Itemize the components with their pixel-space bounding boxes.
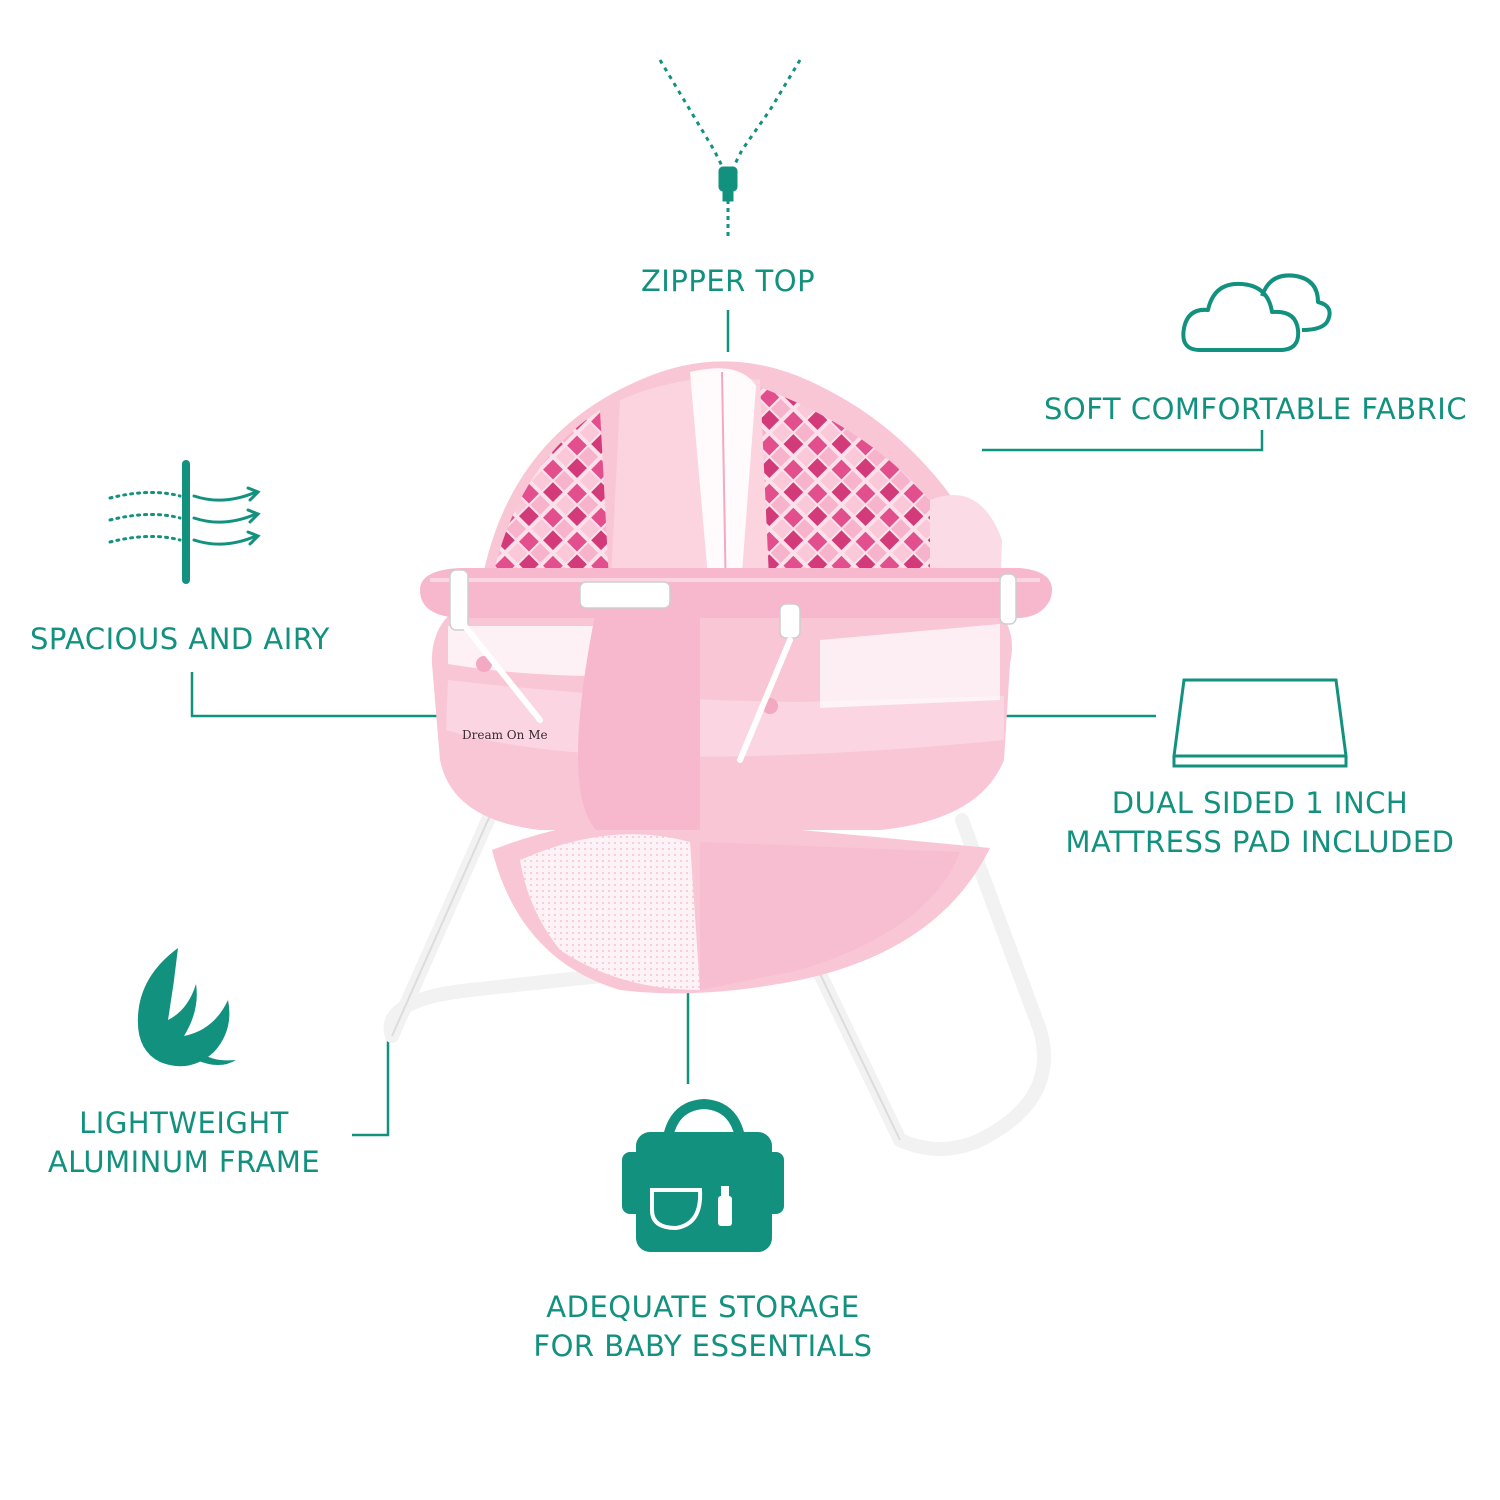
soft-fabric-label: SOFT COMFORTABLE FABRIC xyxy=(1044,392,1468,426)
callout-frame-line xyxy=(352,1038,390,1137)
mattress-pad-label: DUAL SIDED 1 INCH MATTRESS PAD INCLUDED xyxy=(1040,784,1480,862)
lightweight-frame-label-line2: ALUMINUM FRAME xyxy=(47,1145,321,1179)
mattress-icon xyxy=(1172,678,1348,768)
brand-logo: Dream On Me xyxy=(462,728,548,742)
bassinet-product xyxy=(383,361,1052,1156)
callout-fabric-line xyxy=(982,430,1264,452)
storage-label: ADEQUATE STORAGE FOR BABY ESSENTIALS xyxy=(520,1288,886,1366)
spacious-airy-label: SPACIOUS AND AIRY xyxy=(30,622,330,656)
zipper-top-label: ZIPPER TOP xyxy=(640,264,816,298)
storage-label-line1: ADEQUATE STORAGE xyxy=(546,1290,860,1324)
cloud-icon xyxy=(1181,273,1332,352)
callout-airy-line xyxy=(190,672,448,718)
lightweight-frame-label: LIGHTWEIGHT ALUMINUM FRAME xyxy=(26,1104,342,1182)
storage-label-line2: FOR BABY ESSENTIALS xyxy=(533,1329,873,1363)
airflow-icon xyxy=(108,460,261,584)
mattress-pad-label-line2: MATTRESS PAD INCLUDED xyxy=(1065,825,1455,859)
diaper-bag-icon xyxy=(622,1098,784,1252)
zipper-icon xyxy=(658,59,802,238)
mattress-pad-label-line1: DUAL SIDED 1 INCH xyxy=(1111,786,1409,820)
feather-icon xyxy=(137,948,236,1067)
lightweight-frame-label-line1: LIGHTWEIGHT xyxy=(79,1106,289,1140)
